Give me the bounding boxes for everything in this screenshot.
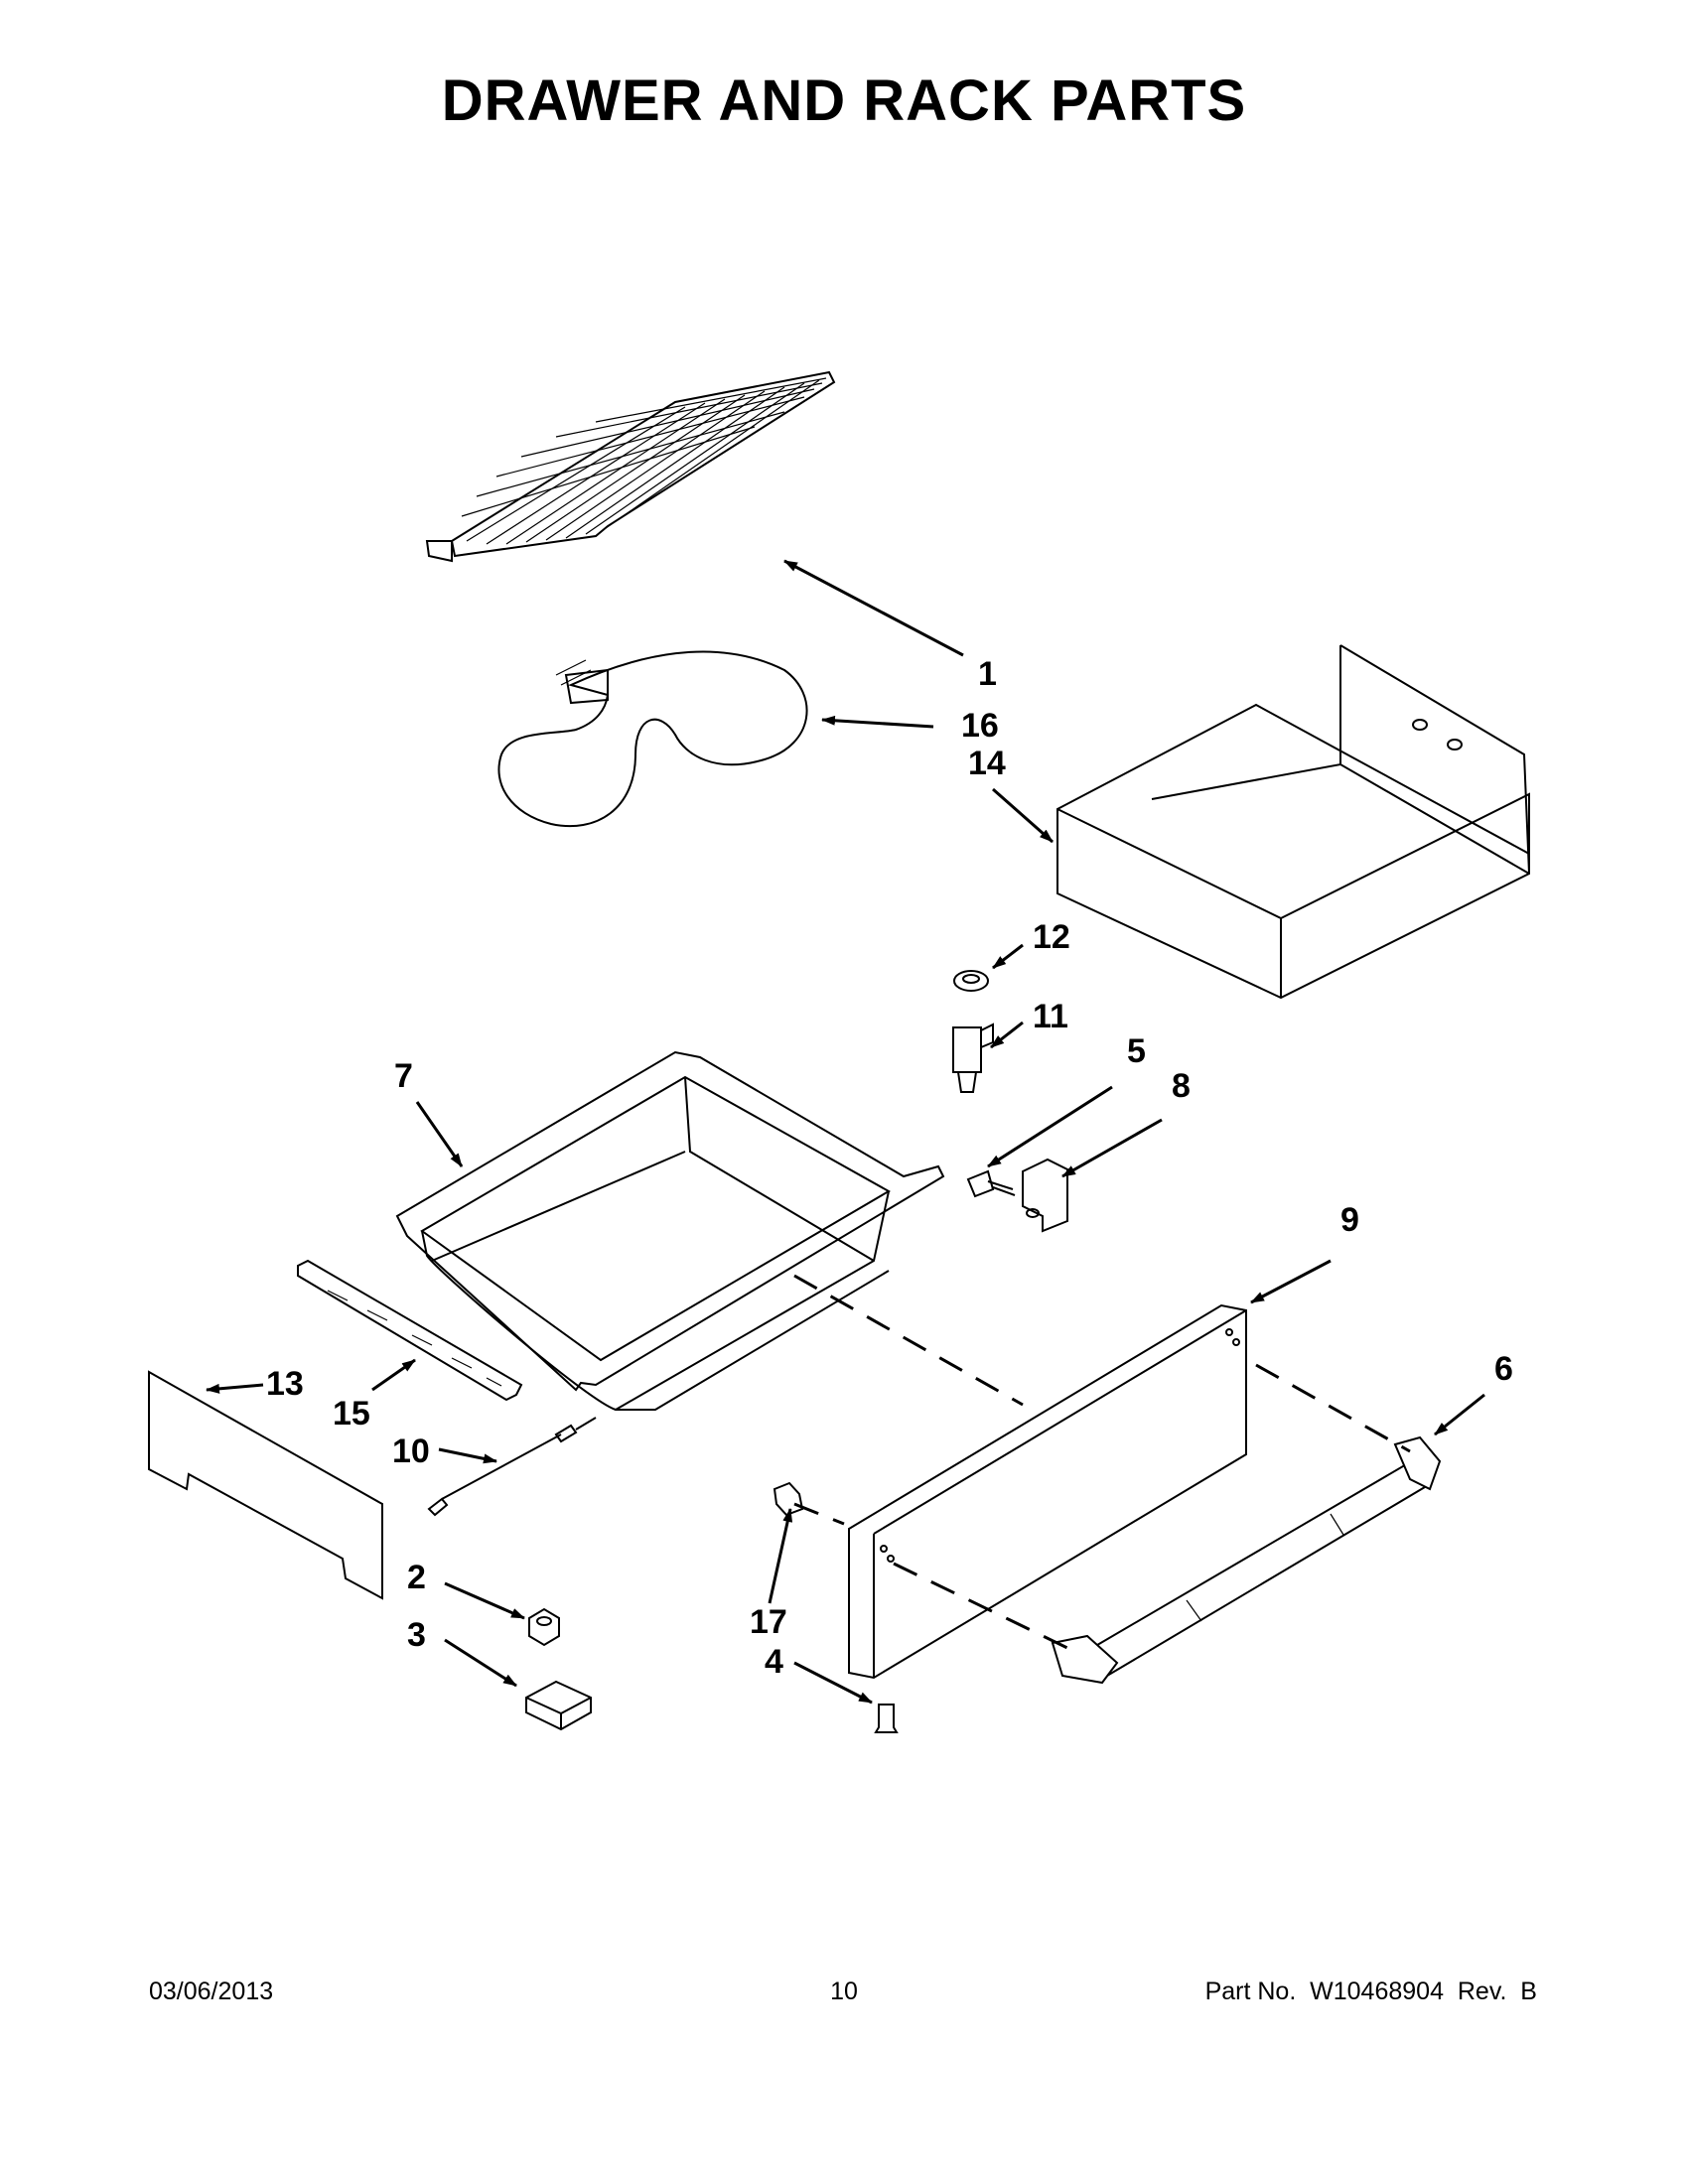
callout-5: 5: [1127, 1032, 1146, 1070]
sensor-part: [952, 1023, 994, 1093]
oven-rack-part: [425, 370, 836, 563]
alignment-line: [1255, 1363, 1411, 1453]
callout-6: 6: [1494, 1350, 1513, 1388]
callout-7: 7: [394, 1057, 413, 1095]
callout-11: 11: [1033, 998, 1068, 1035]
callout-3: 3: [407, 1616, 426, 1654]
callout-1: 1: [978, 655, 997, 693]
panel-13-part: [148, 1370, 383, 1600]
screw-4-part: [874, 1704, 899, 1733]
bake-element-part: [497, 650, 808, 828]
footer-date: 03/06/2013: [149, 1978, 274, 2005]
callout-2: 2: [407, 1559, 426, 1596]
callout-13: 13: [266, 1365, 304, 1403]
alignment-line: [893, 1562, 1068, 1650]
hex-nut-part: [528, 1607, 560, 1647]
footer-page-number: 10: [830, 1978, 858, 2005]
screw-17-part: [773, 1481, 804, 1517]
callout-9: 9: [1340, 1201, 1359, 1239]
bracket-8-part: [1022, 1158, 1068, 1233]
screw-5-part: [966, 1169, 1016, 1198]
alignment-line: [793, 1502, 845, 1526]
callout-4: 4: [765, 1643, 783, 1681]
callout-8: 8: [1172, 1067, 1191, 1105]
wire-10-part: [427, 1417, 597, 1517]
page-title: DRAWER AND RACK PARTS: [441, 68, 1247, 133]
callout-16: 16: [961, 707, 999, 745]
callout-10: 10: [392, 1433, 430, 1470]
callout-labels: 1 2 3 4 5 6 7 8 9 10 11 12 13 14 15 16 1…: [266, 655, 1513, 1681]
leader-arrows: [206, 559, 1485, 1705]
block-part: [525, 1680, 592, 1731]
drawer-front-part: [848, 1303, 1247, 1680]
callout-15: 15: [333, 1395, 370, 1433]
callout-17: 17: [750, 1603, 787, 1641]
alignment-line: [793, 1274, 1024, 1407]
nut-part: [953, 970, 989, 992]
callout-12: 12: [1033, 918, 1070, 956]
footer-part-number: Part No. W10468904 Rev. B: [1204, 1978, 1537, 2005]
trim-strip-part: [297, 1259, 523, 1402]
callout-14: 14: [968, 745, 1006, 782]
drawer-liner-part: [1056, 644, 1530, 1000]
drawer-pan-part: [395, 1050, 945, 1412]
